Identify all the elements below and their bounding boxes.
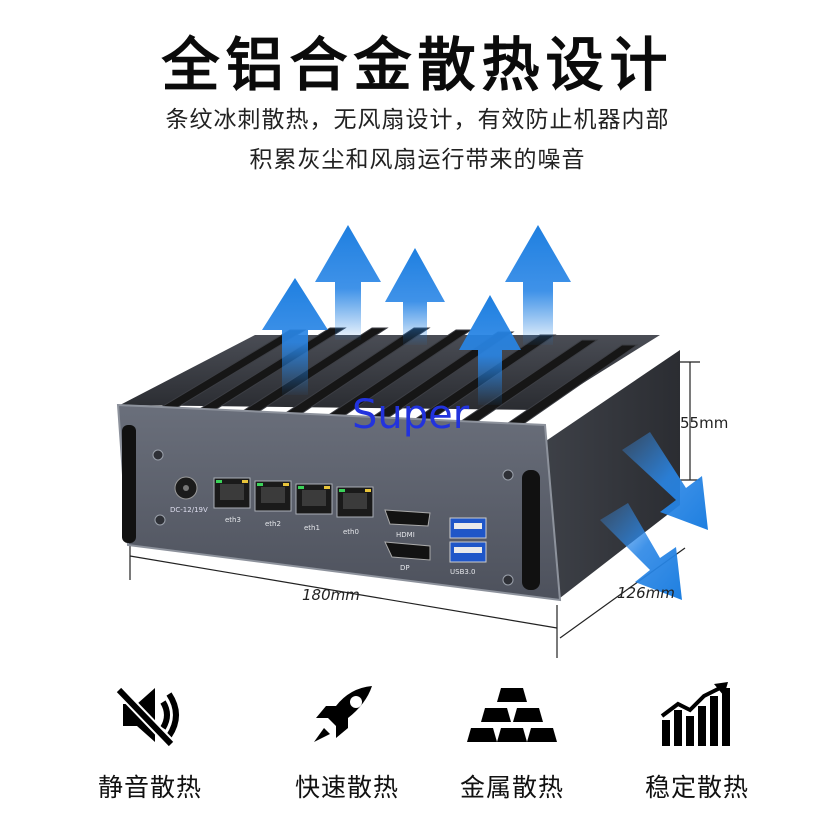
rocket-icon [314,686,372,742]
subtitle-line-1: 条纹冰刺散热，无风扇设计，有效防止机器内部 [165,107,670,133]
usb-label: USB3.0 [450,568,476,576]
usb-ports [449,517,487,563]
up-arrow-2 [315,225,381,340]
eth0-port [336,486,374,518]
airflow-arrows-side [600,432,708,600]
up-arrow-5 [505,225,571,345]
subtitle-line-2: 积累灰尘和风扇运行带来的噪音 [249,147,586,173]
ethernet-ports [213,477,374,518]
up-arrow-3 [385,248,445,345]
dc-label: DC-12/19V [170,506,208,514]
dp-label: DP [400,564,410,572]
case-side [540,350,680,598]
hdmi-port [384,509,431,527]
airflow-arrows-up [262,225,571,405]
feature-metal: 金属散热 [427,680,597,804]
feature-silent-label: 静音散热 [97,773,202,802]
feature-fast-label: 快速散热 [294,773,399,802]
right-vent [522,470,540,590]
watermark-text: Super [352,392,470,438]
eth0-label: eth0 [343,528,359,536]
feature-fast: 快速散热 [262,680,432,804]
dp-port [384,541,431,561]
hdmi-label: HDMI [396,531,415,539]
up-arrow-4 [459,295,521,405]
side-arrow-1 [622,432,708,530]
eth1-label: eth1 [304,524,320,532]
mini-pc-illustration: DC-12/19V eth3 eth2 eth1 eth0 HDMI [116,225,728,658]
feature-metal-label: 金属散热 [459,773,564,802]
mute-speaker-icon [115,686,179,748]
feature-stable: 稳定散热 [612,680,782,804]
height-dimension-label: 55mm [680,414,728,432]
gold-bars-icon [467,688,557,742]
feature-silent: 静音散热 [65,680,235,804]
feature-stable-label: 稳定散热 [644,773,749,802]
width-dimension-label: 180mm [302,586,360,604]
screws [152,449,514,586]
rising-bar-chart-icon [660,682,730,746]
page-title: 全铝合金散热设计 [161,31,674,99]
depth-dimension-label: 126mm [617,584,675,602]
side-arrow-2 [600,503,682,600]
up-arrow-1 [262,278,328,395]
left-vent [122,425,136,543]
eth2-port [254,480,292,512]
eth3-port [213,477,251,509]
eth2-label: eth2 [265,520,281,528]
eth1-port [295,483,333,515]
eth3-label: eth3 [225,516,241,524]
